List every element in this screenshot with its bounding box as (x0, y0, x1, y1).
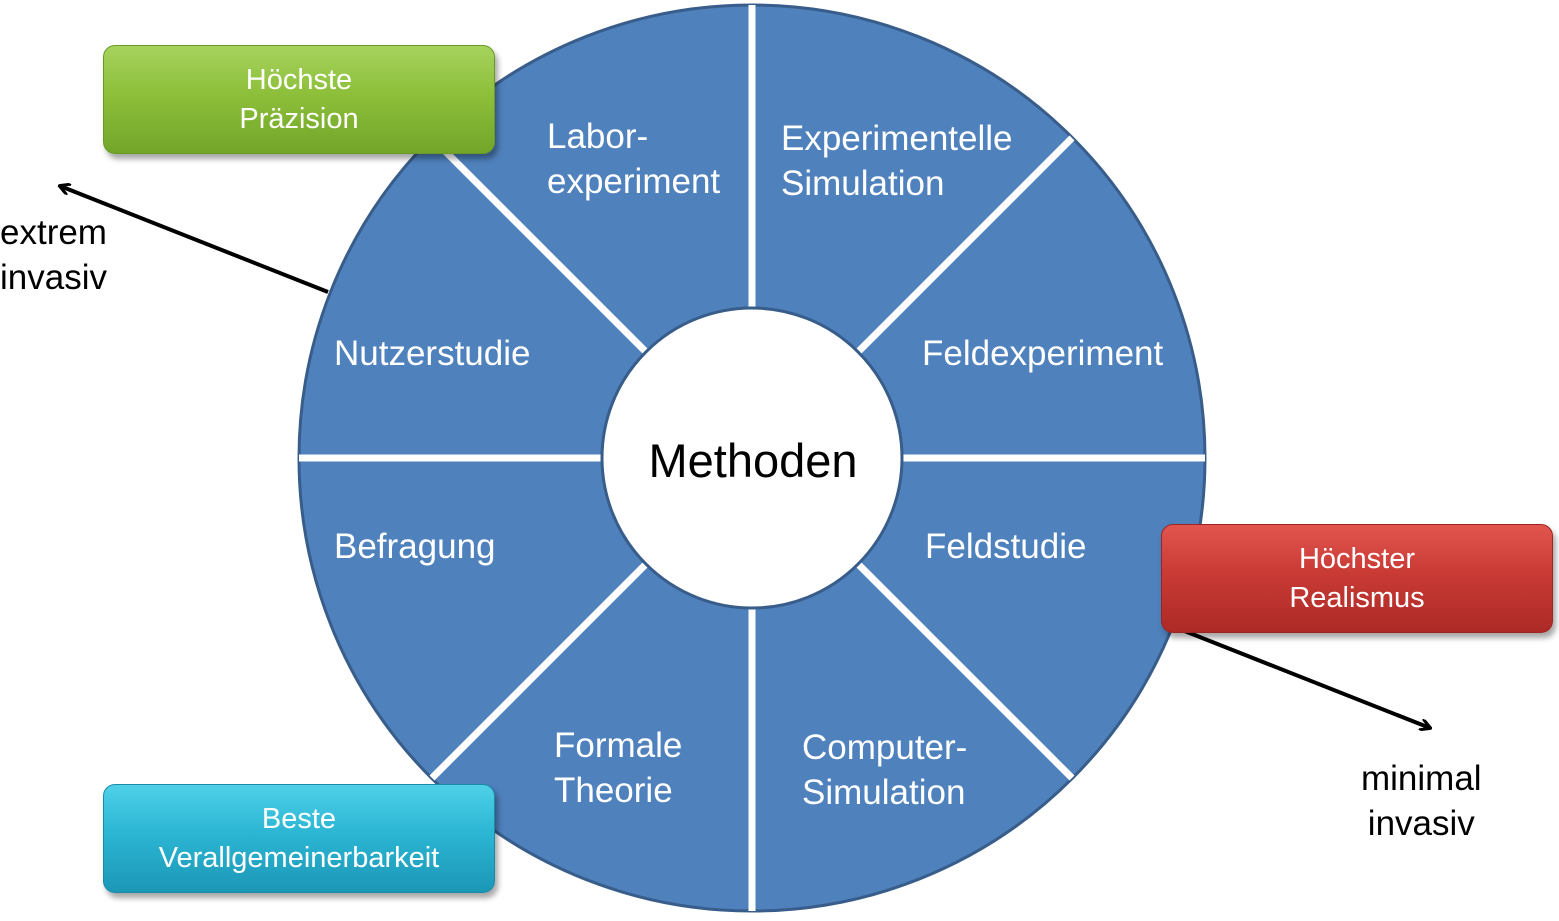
callout-generalizability-text: Beste Verallgemeinerbarkeit (158, 802, 440, 874)
segment-nutzerstudie: Nutzerstudie (334, 334, 531, 373)
segment-experimentelle-simulation: Experimentelle Simulation (781, 119, 1013, 203)
callout-highest-realism: Höchster Realismus (1161, 524, 1553, 633)
label-minimal-invasive: minimal invasiv (1361, 759, 1482, 843)
center-label: Methoden (648, 433, 858, 487)
callout-best-generalizability: Beste Verallgemeinerbarkeit (103, 784, 495, 893)
center-hub (600, 306, 904, 610)
segment-feldstudie: Feldstudie (925, 527, 1087, 566)
segment-labor-experiment: Labor- experiment (547, 117, 721, 201)
extreme-invasive-arrow (60, 186, 329, 294)
segment-befragung: Befragung (334, 527, 496, 566)
segment-feldexperiment: Feldexperiment (922, 334, 1164, 373)
callout-realism-text: Höchster Realismus (1289, 542, 1425, 614)
label-extreme-invasive: extrem invasiv (0, 213, 107, 297)
minimal-invasive-arrow (1181, 628, 1430, 728)
callout-highest-precision: Höchste Präzision (103, 45, 495, 154)
callout-precision-text: Höchste Präzision (239, 63, 359, 135)
segment-dividers (299, 5, 1205, 911)
segment-formale-theorie: Formale Theorie (554, 726, 683, 810)
segment-computer-simulation: Computer- Simulation (802, 728, 968, 812)
